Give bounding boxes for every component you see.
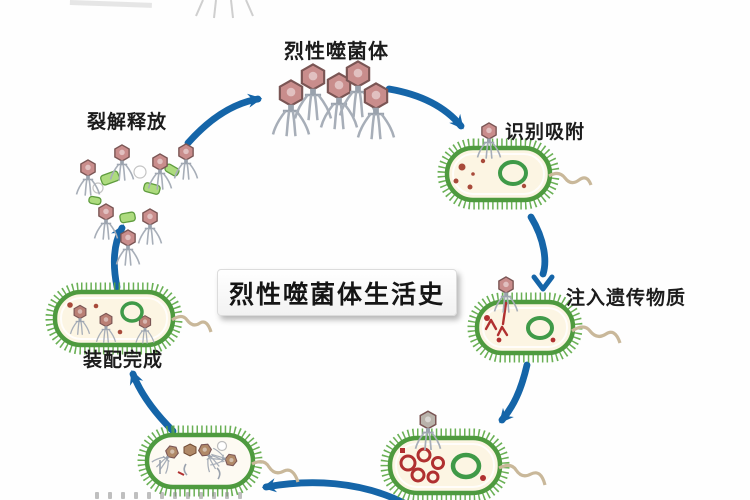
- replicated-dna-rings: [399, 447, 445, 484]
- cropped-caption-fragment: [95, 492, 290, 500]
- flagellum: [171, 314, 213, 333]
- phage-parts: [150, 439, 239, 480]
- center-title-box: 烈性噬菌体生活史: [217, 269, 457, 316]
- bacterium-adsorption: [437, 122, 593, 210]
- plasmid-ring: [120, 301, 144, 323]
- bacterium-assembly: [45, 282, 213, 355]
- arrow-replication-to-synthesis: [261, 478, 406, 500]
- bacterium-injection: [467, 276, 622, 363]
- label-lysis-release: 裂解释放: [87, 112, 168, 133]
- arrow-phages-to-adsorption: [385, 85, 465, 130]
- bacterium-replication: [380, 410, 547, 500]
- arrow-lysis-to-phages: [184, 93, 263, 147]
- plasmid-ring: [498, 160, 528, 186]
- cell-granules: [453, 158, 527, 190]
- label-adsorption: 识别吸附: [505, 122, 586, 143]
- phage-cluster: [271, 60, 396, 141]
- arrow-synthesis-to-assembly: [129, 370, 177, 435]
- label-injection: 注入遗传物质: [566, 288, 687, 309]
- label-assembly-complete: 装配完成: [83, 350, 164, 371]
- plasmid-ring: [450, 452, 482, 480]
- open-arrowhead-down-icon: [531, 274, 555, 292]
- plasmid-ring: [526, 316, 554, 340]
- lysis-release-cluster: [75, 143, 199, 267]
- bacterium-synthesis: [137, 425, 300, 497]
- cropped-top-decoration: [69, 0, 254, 19]
- label-lytic-phage: 烈性噬菌体: [284, 41, 389, 63]
- flagellum: [498, 463, 547, 486]
- arrow-injection-to-replication: [498, 361, 531, 424]
- flagellum: [571, 325, 622, 344]
- flagellum: [251, 460, 300, 483]
- arrow-assembly-to-lysis: [110, 224, 126, 291]
- diagram-title: 烈性噬菌体生活史: [228, 280, 445, 309]
- arrow-adsorption-to-injection: [527, 213, 549, 278]
- injected-dna: [484, 301, 509, 337]
- flagellum: [548, 171, 593, 186]
